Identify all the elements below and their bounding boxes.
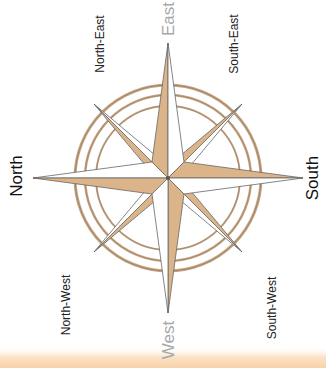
direction-label: North [8, 155, 25, 197]
direction-label: West [160, 321, 177, 359]
direction-label: South-West [266, 277, 278, 339]
direction-label: North-East [94, 15, 106, 72]
direction-label: South-East [228, 14, 240, 73]
direction-label: North-West [60, 275, 72, 335]
main-points [33, 43, 303, 313]
direction-label: East [160, 2, 177, 36]
direction-label: South [304, 156, 321, 200]
